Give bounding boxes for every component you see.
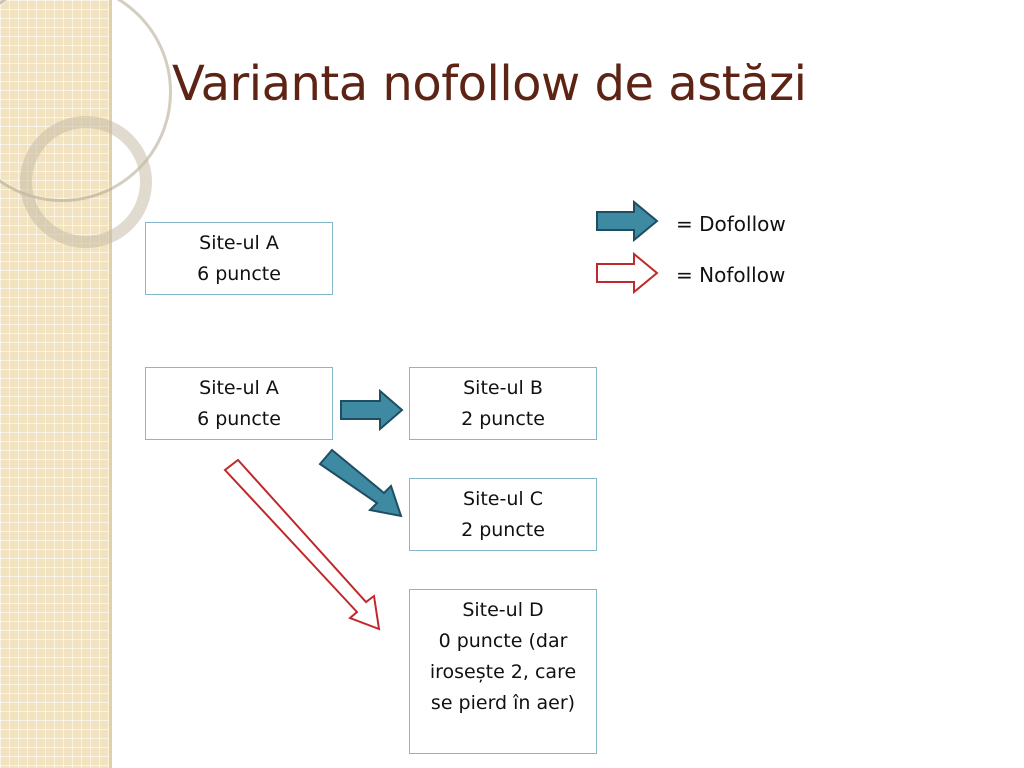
site-c-box: Site-ul C 2 puncte: [409, 478, 597, 551]
legend-dofollow-label: = Dofollow: [676, 212, 786, 236]
site-d-box: Site-ul D 0 puncte (dar irosește 2, care…: [409, 589, 597, 754]
site-d-line-2: irosește 2, care: [429, 661, 577, 683]
site-c-name: Site-ul C: [463, 488, 543, 510]
site-a-box: Site-ul A 6 puncte: [145, 367, 333, 440]
site-a-points: 6 puncte: [197, 408, 281, 430]
site-d-name: Site-ul D: [462, 599, 544, 621]
site-b-name: Site-ul B: [463, 377, 543, 399]
site-a-standalone-name: Site-ul A: [199, 232, 279, 254]
site-b-box: Site-ul B 2 puncte: [409, 367, 597, 440]
legend-nofollow-label: = Nofollow: [676, 263, 786, 287]
legend-nofollow-arrow-icon: [596, 251, 659, 295]
site-a-standalone-box: Site-ul A 6 puncte: [145, 222, 333, 295]
arrow-a-to-c-dofollow-icon: [318, 448, 403, 518]
site-d-line-3: se pierd în aer): [430, 692, 576, 714]
site-d-line-1: 0 puncte (dar: [438, 630, 568, 652]
arrow-a-to-b-dofollow-icon: [340, 388, 404, 432]
arrow-a-to-d-nofollow-icon: [223, 458, 381, 631]
site-c-points: 2 puncte: [461, 519, 545, 541]
site-b-points: 2 puncte: [461, 408, 545, 430]
site-a-name: Site-ul A: [199, 377, 279, 399]
slide-title: Varianta nofollow de astăzi: [172, 56, 807, 112]
legend-dofollow-arrow-icon: [596, 199, 659, 243]
site-a-standalone-points: 6 puncte: [197, 263, 281, 285]
